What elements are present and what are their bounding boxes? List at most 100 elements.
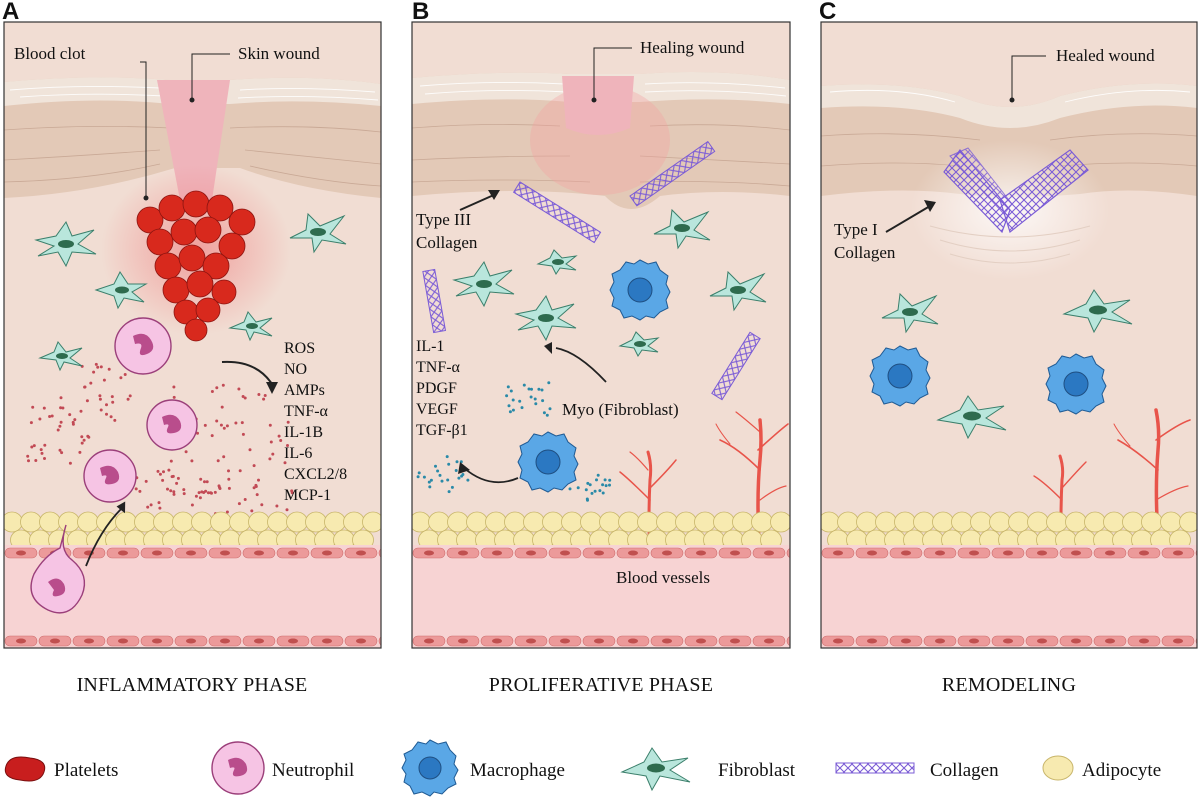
blood-vessel-layer: [412, 545, 790, 648]
adipocyte: [77, 511, 99, 533]
fibroblast: [452, 260, 515, 308]
legend-label-adipocyte: Adipocyte: [1082, 760, 1162, 781]
blood-clot: [136, 190, 256, 342]
adipocyte: [913, 511, 935, 533]
adipocyte: [115, 511, 137, 533]
panel-c: [821, 22, 1197, 648]
mediator-item: AMPs: [284, 382, 325, 399]
adipocyte: [1065, 511, 1087, 533]
adipocyte-layer: [412, 511, 790, 551]
adipocyte-icon: [1042, 755, 1074, 781]
type-i-collagen-label-2: Collagen: [834, 243, 896, 262]
secretion-arrow: [463, 467, 519, 484]
adipocyte-layer: [821, 511, 1197, 551]
adipocyte: [466, 511, 488, 533]
fibroblast: [1062, 289, 1133, 334]
adipocyte: [1160, 511, 1182, 533]
type-iii-collagen-label-2: Collagen: [416, 233, 478, 252]
fibroblast: [514, 294, 577, 342]
fibroblast: [936, 395, 1007, 440]
endothelial-cells: [4, 547, 381, 647]
adipocyte: [751, 511, 773, 533]
adipocyte: [970, 511, 992, 533]
adipocyte: [20, 511, 42, 533]
adipocyte: [732, 511, 754, 533]
adipocyte: [856, 511, 878, 533]
adipocyte: [875, 511, 897, 533]
fibroblast-icon: [620, 747, 691, 792]
fibroblast: [709, 270, 767, 312]
inflammatory-mediator-list: ROS NO AMPs TNF-α IL-1B IL-6 CXCL2/8 MCP…: [284, 338, 347, 506]
adipocyte: [248, 511, 270, 533]
adipocyte: [1103, 511, 1125, 533]
adipocyte: [428, 511, 450, 533]
adipocyte: [412, 511, 431, 533]
adipocyte: [1027, 511, 1049, 533]
macrophage: [609, 259, 671, 321]
adipocyte: [305, 511, 327, 533]
fibroblast: [536, 249, 578, 275]
endothelial-cells: [821, 547, 1197, 647]
neutrophil: [83, 449, 137, 503]
adipocyte: [58, 511, 80, 533]
cytokine-dots: [416, 381, 612, 502]
mediator-item: MCP-1: [284, 487, 332, 504]
migration-arrow: [85, 507, 123, 567]
panel-letter-c: C: [819, 0, 837, 25]
fibroblast: [289, 212, 347, 254]
endothelial-cell: [786, 636, 790, 646]
adipocyte: [561, 511, 583, 533]
endothelial-cells: [412, 547, 790, 647]
adipocyte: [1141, 511, 1163, 533]
type-i-collagen-label-1: Type I: [834, 220, 878, 239]
legend-label-platelets: Platelets: [54, 760, 119, 781]
macrophage-icon: [401, 739, 459, 797]
mediator-item: VEGF: [416, 401, 458, 418]
legend-label-macrophage: Macrophage: [470, 760, 565, 781]
macrophage: [517, 431, 579, 493]
adipocyte: [153, 511, 175, 533]
macrophage: [1045, 353, 1107, 415]
migrating-neutrophil: [30, 524, 86, 614]
adipocyte-layer: [4, 511, 381, 551]
type-i-collagen: [943, 147, 1089, 234]
adipocyte: [580, 511, 602, 533]
panel-a: [4, 22, 381, 648]
adipocyte: [286, 511, 308, 533]
neutrophil: [146, 399, 198, 451]
adipocyte: [951, 511, 973, 533]
mediator-item: IL-1: [416, 338, 445, 355]
legend: [4, 739, 1074, 797]
adipocyte: [172, 511, 194, 533]
mediator-item: ROS: [284, 340, 316, 357]
neutrophil: [114, 317, 172, 375]
blood-vessels-label: Blood vessels: [616, 568, 710, 587]
adipocyte: [504, 511, 526, 533]
healed-wound-label: Healed wound: [1056, 46, 1155, 65]
adipocyte: [1084, 511, 1106, 533]
adipocyte: [694, 511, 716, 533]
adipocyte: [191, 511, 213, 533]
mediator-item: TNF-α: [416, 359, 460, 376]
fibroblast: [228, 311, 273, 342]
adipocyte: [523, 511, 545, 533]
adipocyte: [1008, 511, 1030, 533]
endothelial-cell: [786, 548, 790, 558]
adipocyte: [989, 511, 1011, 533]
adipocyte: [324, 511, 346, 533]
adipocyte: [134, 511, 156, 533]
adipocyte: [542, 511, 564, 533]
mediator-item: IL-1B: [284, 424, 324, 441]
panel-b: [412, 22, 790, 648]
adipocyte: [837, 511, 859, 533]
blood-vessel-layer: [821, 545, 1197, 648]
adipocyte: [821, 511, 840, 533]
phase-title-remodeling: REMODELING: [941, 674, 1077, 696]
proliferative-mediator-list: IL-1 TNF-α PDGF VEGF TGF-β1: [416, 336, 468, 441]
collagen-icon: [835, 762, 915, 774]
type-iii-collagen-label-1: Type III: [416, 210, 471, 229]
neutrophil-icon: [211, 741, 265, 795]
platelet-icon: [4, 756, 46, 782]
mediator-item: TNF-α: [284, 403, 328, 420]
